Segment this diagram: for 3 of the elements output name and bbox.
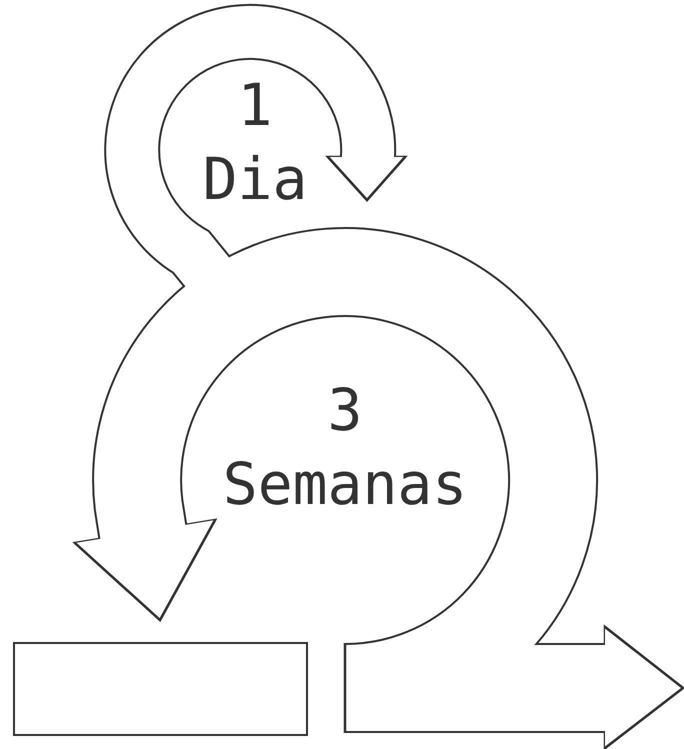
empty-box (13, 642, 308, 736)
duration-label: 3 Semanas (222, 375, 468, 520)
duration-label: 1 Dia (202, 70, 308, 215)
